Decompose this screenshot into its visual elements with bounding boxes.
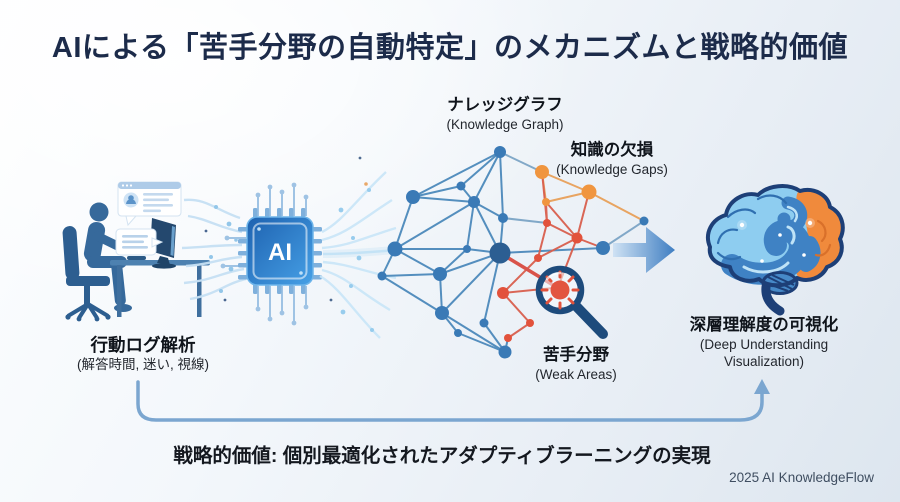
monitor-icon bbox=[150, 218, 176, 269]
weak-areas-label: 苦手分野 (Weak Areas) bbox=[535, 345, 617, 383]
magnifier-icon bbox=[535, 265, 608, 339]
behavior-log-label-en: (解答時間, 迷い, 視線) bbox=[77, 357, 209, 373]
feedback-loop-arrow bbox=[136, 379, 770, 422]
weak-areas-label-jp: 苦手分野 bbox=[543, 346, 609, 364]
deep-understanding-label: 深層理解度の可視化 (Deep Understanding Visualizat… bbox=[690, 315, 839, 371]
knowledge-graph-label: ナレッジグラフ (Knowledge Graph) bbox=[446, 95, 563, 133]
footer-credit: 2025 AI KnowledgeFlow bbox=[729, 470, 874, 485]
deep-understanding-label-en1: (Deep Understanding bbox=[699, 337, 829, 353]
deep-understanding-label-jp: 深層理解度の可視化 bbox=[689, 316, 839, 334]
knowledge-gaps-label-jp: 知識の欠損 bbox=[570, 141, 654, 159]
behavior-log-label-jp: 行動ログ解析 bbox=[90, 335, 196, 355]
brain-icon bbox=[706, 184, 845, 316]
strategic-value-caption: 戦略的価値: 個別最適化されたアダプティブラーニングの実現 bbox=[173, 445, 711, 467]
flow-arrow-icon bbox=[613, 227, 675, 273]
data-stream-right bbox=[319, 156, 399, 339]
weak-areas-label-en: (Weak Areas) bbox=[535, 367, 617, 383]
ai-chip-icon: AI bbox=[220, 182, 322, 326]
knowledge-gaps-label-en: (Knowledge Gaps) bbox=[556, 162, 668, 178]
behavior-log-label: 行動ログ解析 (解答時間, 迷い, 視線) bbox=[77, 334, 209, 374]
knowledge-graph-label-jp: ナレッジグラフ bbox=[447, 96, 563, 114]
profile-card-icon bbox=[117, 181, 182, 227]
page-title: AIによる「苦手分野の自動特定」のメカニズムと戦略的価値 bbox=[51, 32, 849, 64]
data-stream-left bbox=[181, 198, 247, 302]
person-at-desk-illustration bbox=[62, 181, 210, 322]
deep-understanding-label-en2: Visualization) bbox=[723, 354, 805, 370]
ai-chip-label: AI bbox=[268, 239, 292, 266]
knowledge-gaps-label: 知識の欠損 (Knowledge Gaps) bbox=[556, 140, 668, 178]
speech-bubble-icon bbox=[115, 228, 164, 256]
knowledge-graph-label-en: (Knowledge Graph) bbox=[446, 117, 564, 133]
